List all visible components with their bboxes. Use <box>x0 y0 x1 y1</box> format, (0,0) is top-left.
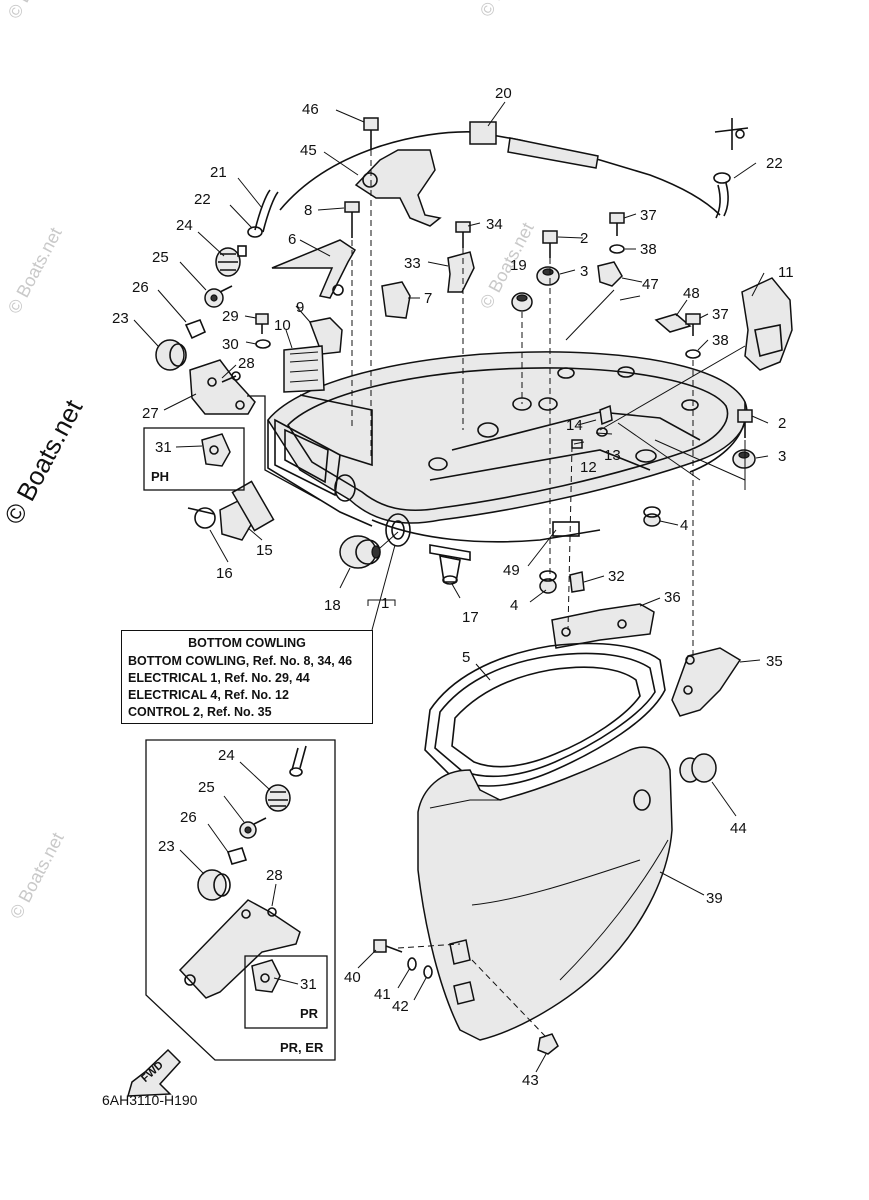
callout-43: 43 <box>522 1072 539 1089</box>
callout-45: 45 <box>300 142 317 159</box>
callout-32: 32 <box>608 568 625 585</box>
callout-22: 22 <box>766 155 783 172</box>
callout-37: 37 <box>640 207 657 224</box>
callout-labels: 1 2 2 3 3 4 4 5 6 7 8 9 10 11 12 13 14 1… <box>112 85 794 1089</box>
callout-18: 18 <box>324 597 341 614</box>
callout-6: 6 <box>288 231 296 248</box>
callout-29: 29 <box>222 308 239 325</box>
faint-watermark: © Boats.net <box>6 829 68 922</box>
callout-5: 5 <box>462 649 470 666</box>
callout-14: 14 <box>566 417 583 434</box>
callout-8: 8 <box>304 202 312 219</box>
callout-19: 19 <box>510 257 527 274</box>
callout-25: 25 <box>198 779 215 796</box>
callout-23: 23 <box>112 310 129 327</box>
callout-17: 17 <box>462 609 479 626</box>
callout-24: 24 <box>176 217 193 234</box>
callout-7: 7 <box>424 290 432 307</box>
callout-3: 3 <box>580 263 588 280</box>
callout-4: 4 <box>510 597 518 614</box>
callout-48: 48 <box>683 285 700 302</box>
callout-1: 1 <box>381 595 389 612</box>
legend-line: ELECTRICAL 1, Ref. No. 29, 44 <box>128 671 310 685</box>
seal-gasket <box>424 642 666 787</box>
legend-line: ELECTRICAL 4, Ref. No. 12 <box>128 688 289 702</box>
callout-33: 33 <box>404 255 421 272</box>
callout-28: 28 <box>266 867 283 884</box>
callout-13: 13 <box>604 447 621 464</box>
pr-er-tag: PR, ER <box>280 1040 324 1055</box>
callout-41: 41 <box>374 986 391 1003</box>
callout-28: 28 <box>238 355 255 372</box>
diagram-code: 6AH3110-H190 <box>102 1092 198 1108</box>
callout-20: 20 <box>495 85 512 102</box>
callout-23: 23 <box>158 838 175 855</box>
callout-2: 2 <box>778 415 786 432</box>
callout-30: 30 <box>222 336 239 353</box>
callout-40: 40 <box>344 969 361 986</box>
callout-22: 22 <box>194 191 211 208</box>
callout-21: 21 <box>210 164 227 181</box>
callout-36: 36 <box>664 589 681 606</box>
callout-3: 3 <box>778 448 786 465</box>
callout-16: 16 <box>216 565 233 582</box>
pr-tag: PR <box>300 1006 319 1021</box>
leader-lines <box>133 101 769 1073</box>
callout-46: 46 <box>302 101 319 118</box>
legend-title: BOTTOM COWLING <box>188 636 306 650</box>
callout-4: 4 <box>680 517 688 534</box>
left-parts <box>155 117 793 717</box>
lower-shell <box>373 746 717 1055</box>
callout-31: 31 <box>300 976 317 993</box>
inset-pr-er <box>126 395 336 1097</box>
callout-2: 2 <box>580 230 588 247</box>
callout-34: 34 <box>486 216 503 233</box>
callout-44: 44 <box>730 820 747 837</box>
callout-47: 47 <box>642 276 659 293</box>
legend-line: CONTROL 2, Ref. No. 35 <box>128 705 272 719</box>
callout-12: 12 <box>580 459 597 476</box>
callout-49: 49 <box>503 562 520 579</box>
faint-watermark: © Boats.net <box>4 224 66 317</box>
callout-27: 27 <box>142 405 159 422</box>
callout-26: 26 <box>132 279 149 296</box>
callout-37: 37 <box>712 306 729 323</box>
callout-39: 39 <box>706 890 723 907</box>
faint-watermark: © Boats.net <box>476 0 538 20</box>
callout-35: 35 <box>766 653 783 670</box>
callout-31: 31 <box>155 439 172 456</box>
callout-11: 11 <box>778 264 794 281</box>
legend-line: BOTTOM COWLING, Ref. No. 8, 34, 46 <box>128 654 353 668</box>
callout-15: 15 <box>256 542 273 559</box>
callout-38: 38 <box>640 241 657 258</box>
callout-26: 26 <box>180 809 197 826</box>
faint-watermark: © Boats.net <box>4 0 66 22</box>
callout-25: 25 <box>152 249 169 266</box>
callout-9: 9 <box>296 299 304 316</box>
callout-42: 42 <box>392 998 409 1015</box>
legend-box: BOTTOM COWLING BOTTOM COWLING, Ref. No. … <box>121 630 373 724</box>
callout-10: 10 <box>274 317 291 334</box>
callout-24: 24 <box>218 747 235 764</box>
callout-38: 38 <box>712 332 729 349</box>
ph-tag: PH <box>151 469 170 484</box>
